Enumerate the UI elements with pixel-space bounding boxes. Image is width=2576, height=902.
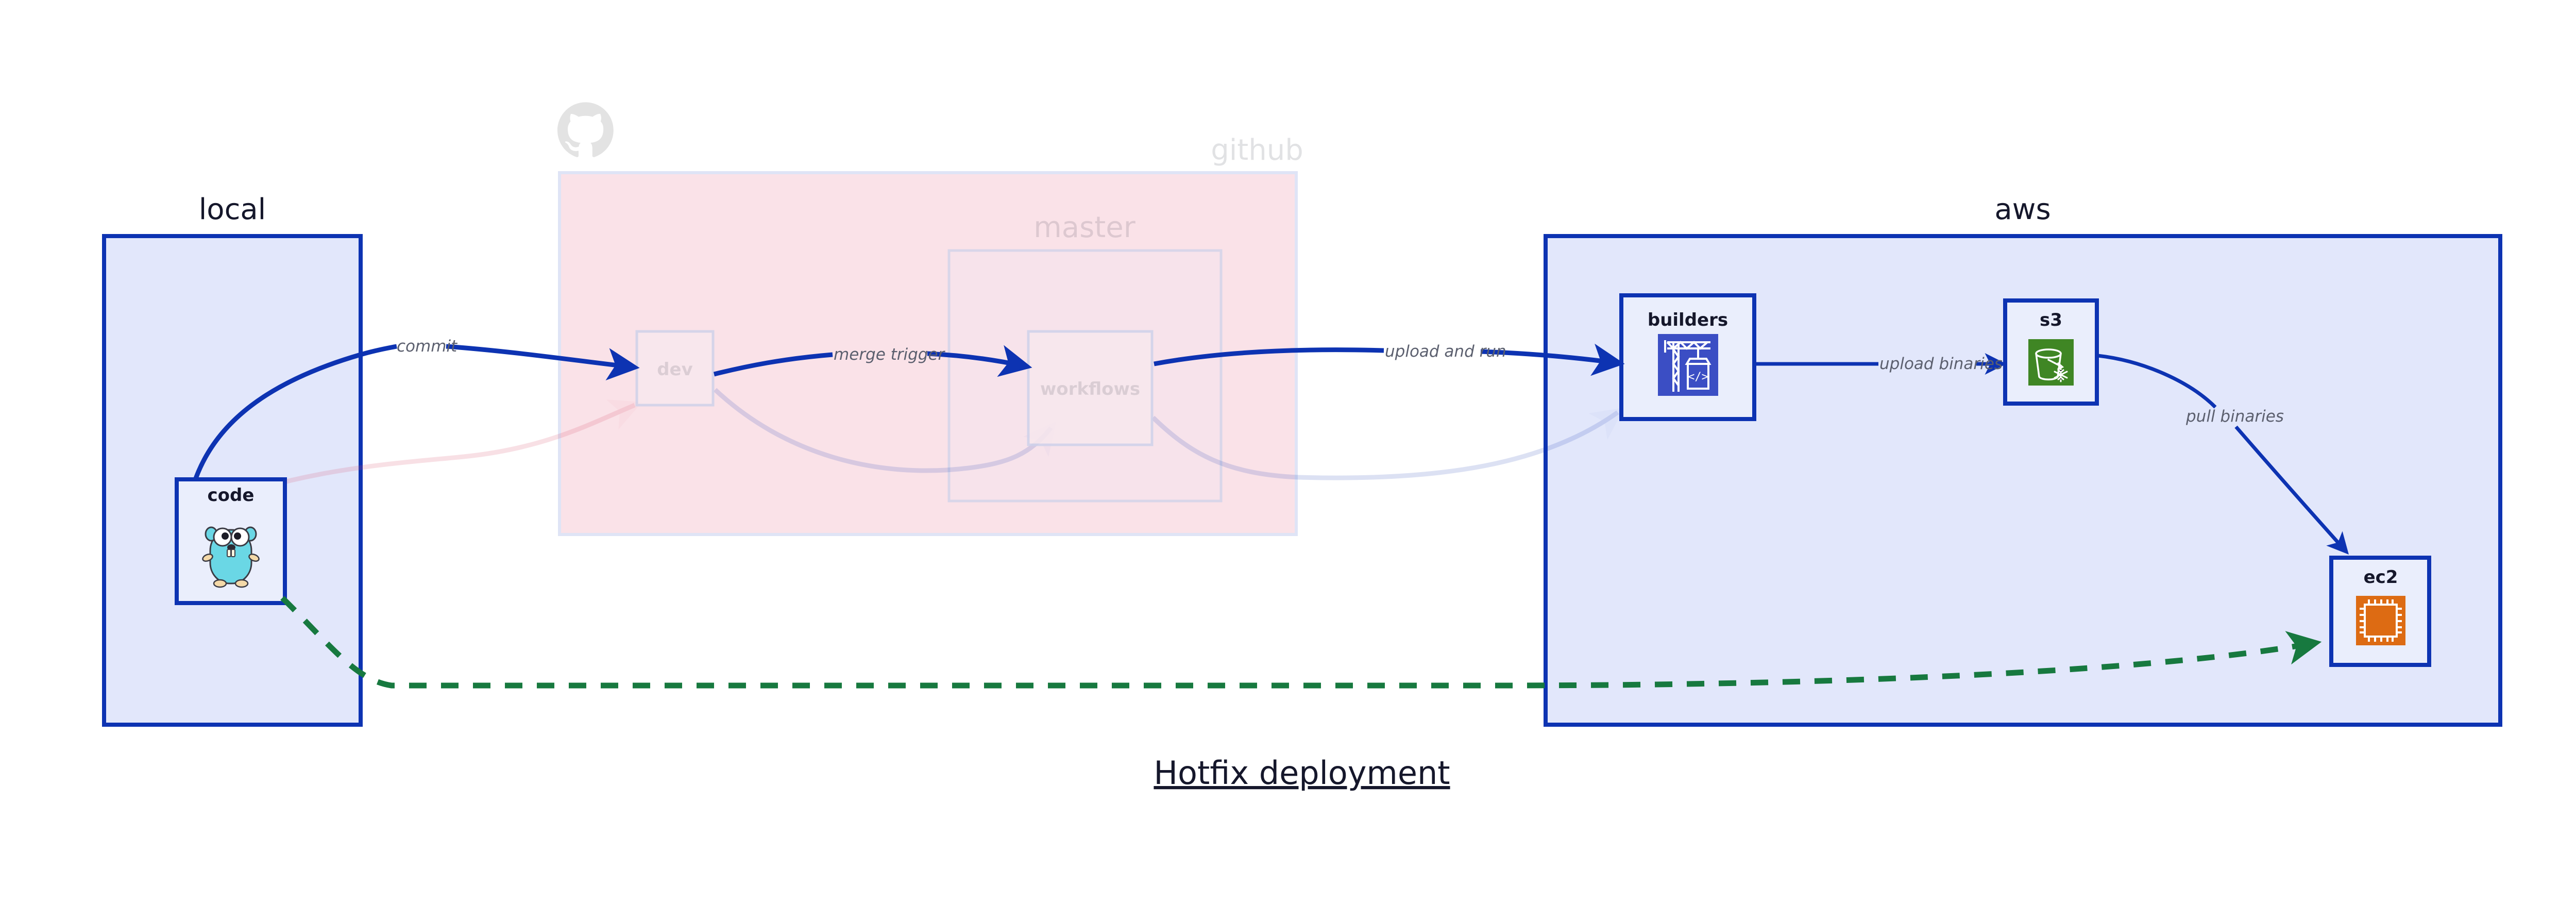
master-group-label: master (1033, 211, 1136, 244)
go-gopher-icon (202, 526, 260, 588)
edge-merge-trigger-head (713, 352, 833, 377)
s3-node-label: s3 (2040, 310, 2062, 330)
edge-label-merge-trigger: merge trigger (834, 345, 946, 364)
node-ec2[interactable]: ec2 (2329, 556, 2431, 667)
edge-pull-binaries-head (2097, 354, 2217, 409)
ec2-node-label: ec2 (2364, 567, 2398, 588)
edge-merge-trigger-tail (927, 345, 1032, 377)
local-group-label: local (199, 193, 266, 226)
edge-label-upload-binaries: upload binaries (1879, 355, 2003, 373)
edge-upload-and-run-tail (1480, 343, 1625, 376)
dev-node-label: dev (657, 359, 693, 380)
aws-group-label: aws (1994, 193, 2050, 226)
group-local[interactable]: local (102, 193, 363, 727)
dev-node-rect (635, 330, 715, 407)
node-builders[interactable]: builders (1619, 293, 1756, 421)
workflows-node-rect (1027, 330, 1154, 446)
page-title: Hotfix deployment (1154, 754, 1450, 792)
edge-commit-path (193, 344, 397, 479)
workflows-node-label: workflows (1040, 379, 1140, 399)
builders-node-label: builders (1648, 310, 1728, 330)
edge-pull-binaries-tail (2234, 425, 2349, 555)
ghost-edge-workflows-to-builders (1151, 407, 1624, 480)
edge-label-upload-and-run: upload and run (1385, 342, 1506, 361)
edges-layer: commit merge trigger upload and run uplo… (193, 337, 2349, 689)
edge-label-commit: commit (397, 337, 458, 356)
code-glyph: </> (1688, 371, 1708, 383)
ghost-edge-dev-to-workflows (713, 388, 1056, 473)
github-octocat-icon (557, 102, 614, 157)
edge-upload-and-run-head (1154, 347, 1384, 366)
crane-code-icon: </> (1658, 334, 1718, 396)
edge-commit-path-tail (446, 344, 640, 380)
github-group-label: github (1211, 133, 1303, 167)
node-dev[interactable]: dev (635, 330, 715, 407)
node-workflows[interactable]: workflows (1027, 330, 1154, 446)
node-code[interactable]: code (175, 477, 287, 605)
code-node-label: code (208, 485, 255, 506)
s3-bucket-icon (2028, 339, 2074, 386)
node-s3[interactable]: s3 (2003, 298, 2099, 406)
ec2-chip-icon (2356, 596, 2405, 645)
edge-label-pull-binaries: pull binaries (2185, 407, 2284, 426)
group-github[interactable]: github master (558, 133, 1303, 536)
edge-hotfix-direct-path (280, 596, 2322, 689)
